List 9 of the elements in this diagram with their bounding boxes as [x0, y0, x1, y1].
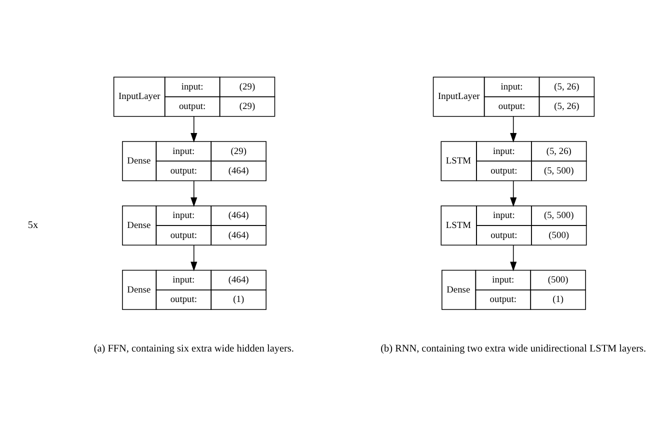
- arrow: [510, 244, 517, 271]
- arrow: [190, 180, 198, 206]
- arrow: [190, 116, 198, 142]
- arrow: [190, 244, 198, 271]
- label: 5x: [28, 220, 38, 231]
- label: (a) FFN, containing six extra wide hidden layers.: [94, 342, 294, 354]
- arrow: [510, 180, 517, 206]
- label: (b) RNN, containing two extra wide unidirectional LSTM layers.: [380, 342, 646, 354]
- arrow: [510, 116, 517, 142]
